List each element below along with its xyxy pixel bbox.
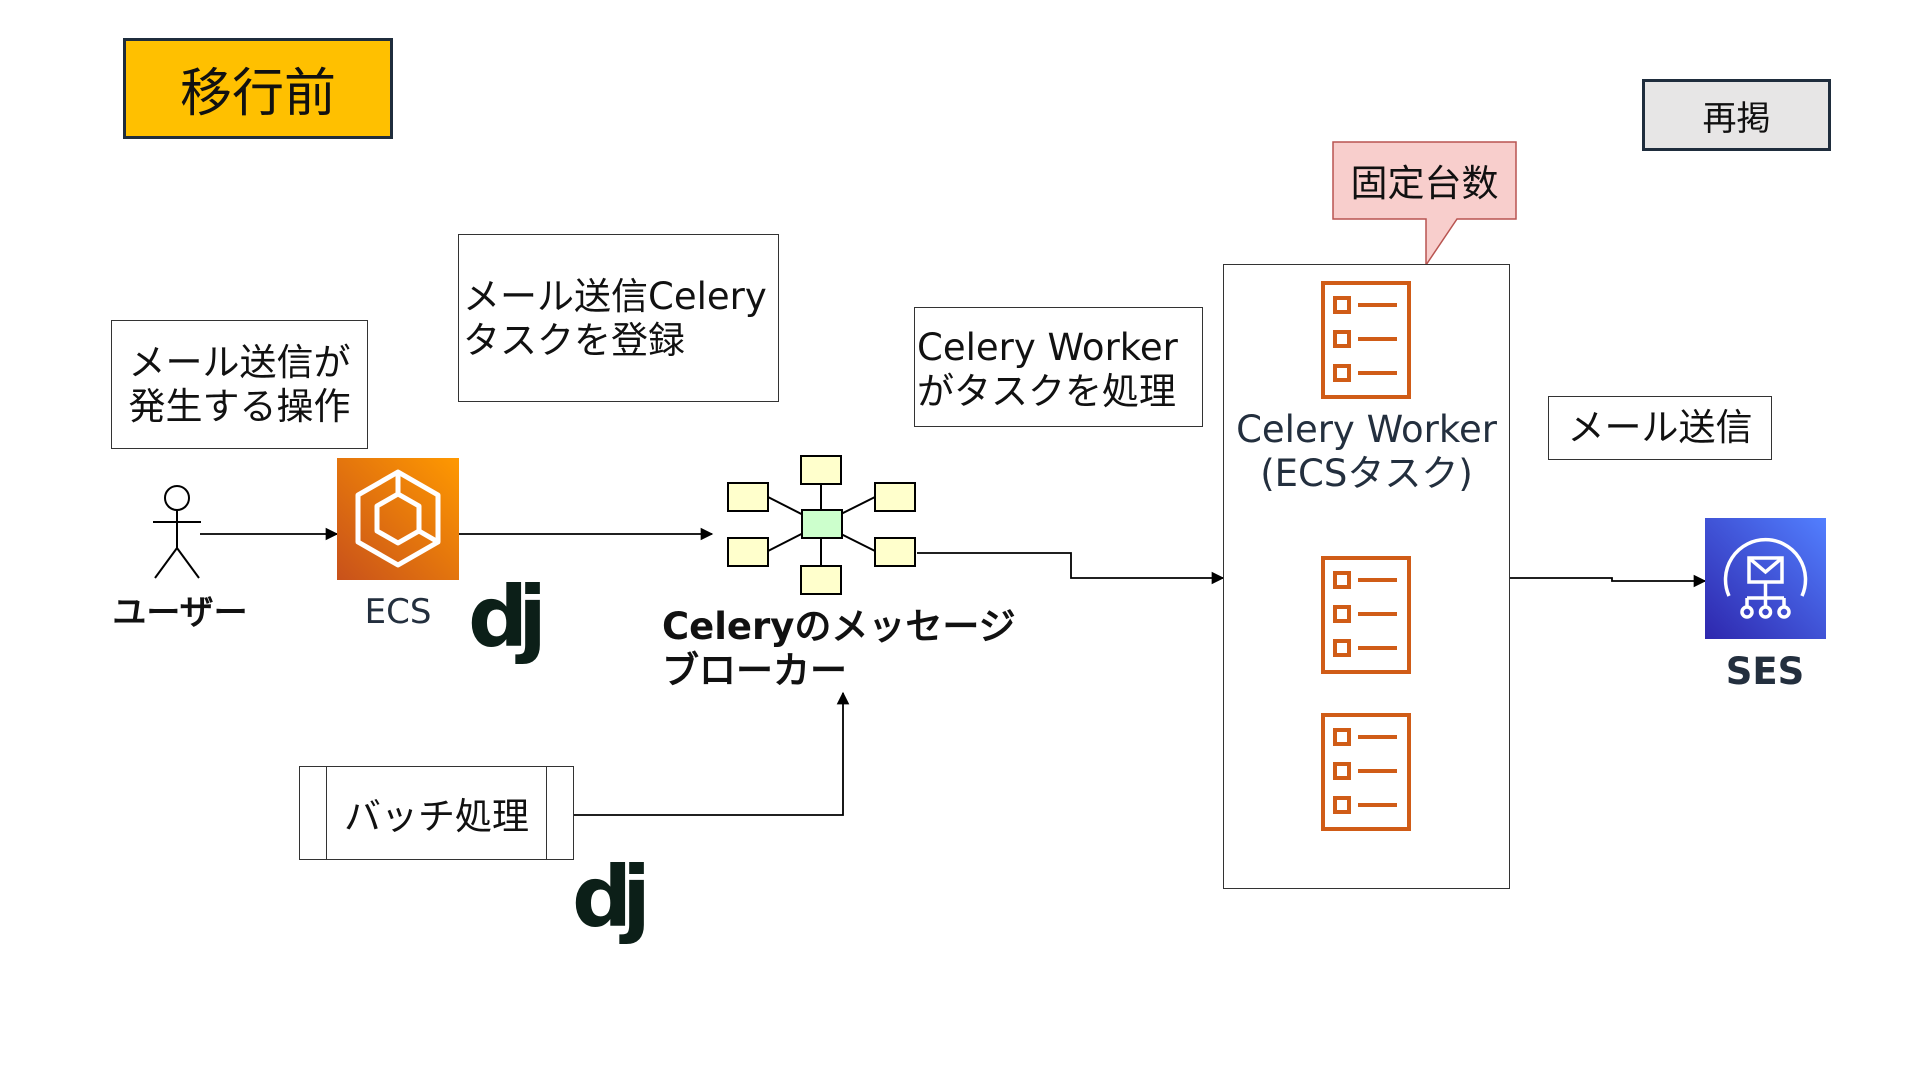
broker-label: Celeryのメッセージ ブローカー <box>662 605 1016 693</box>
task-list-icon <box>1321 556 1411 674</box>
callout-fixed-count: 固定台数 <box>1332 141 1517 266</box>
note-send-mail: メール送信 <box>1548 396 1772 460</box>
aws-ecs-icon <box>337 458 459 580</box>
user-label: ユーザー <box>112 593 248 633</box>
worker-label-line2: (ECSタスク) <box>1260 452 1473 495</box>
task-list-icon <box>1321 281 1411 399</box>
django-logo-icon: dj <box>468 568 547 666</box>
callout-fixed-count-label: 固定台数 <box>1350 162 1499 205</box>
note-user-action-line2: 発生する操作 <box>128 384 351 428</box>
page-title: 移行前 <box>123 38 393 139</box>
django-logo-icon: dj <box>572 848 651 946</box>
broker-label-line2: ブローカー <box>662 649 847 692</box>
worker-group <box>1223 264 1510 889</box>
note-register-task: メール送信Celery タスクを登録 <box>458 234 779 402</box>
note-user-action: メール送信が 発生する操作 <box>111 320 368 449</box>
arrow-broker-to-worker <box>917 552 1225 585</box>
broker-label-line1: Celeryのメッセージ <box>662 605 1016 648</box>
ecs-label: ECS <box>364 592 432 632</box>
note-worker-process-line2: がタスクを処理 <box>917 370 1176 413</box>
worker-label: Celery Worker (ECSタスク) <box>1223 408 1510 496</box>
note-register-task-line1: メール送信Celery <box>463 275 767 318</box>
batch-process-label: バッチ処理 <box>344 795 529 838</box>
user-actor-icon <box>153 485 201 579</box>
note-user-action-line1: メール送信が <box>128 340 351 384</box>
arrow-worker-to-ses <box>1510 574 1707 588</box>
arrow-batch-to-broker <box>574 691 850 816</box>
aws-ses-icon <box>1705 518 1826 639</box>
ses-label: SES <box>1725 650 1805 693</box>
note-worker-process: Celery Worker がタスクを処理 <box>914 307 1203 427</box>
callout-shape <box>1332 141 1517 266</box>
note-register-task-line2: タスクを登録 <box>463 319 685 362</box>
worker-label-line1: Celery Worker <box>1236 408 1497 451</box>
message-broker-icon <box>727 455 916 595</box>
note-worker-process-line1: Celery Worker <box>917 326 1178 369</box>
task-list-icon <box>1321 713 1411 831</box>
reprint-badge: 再掲 <box>1642 79 1831 151</box>
batch-process: バッチ処理 <box>299 766 574 860</box>
